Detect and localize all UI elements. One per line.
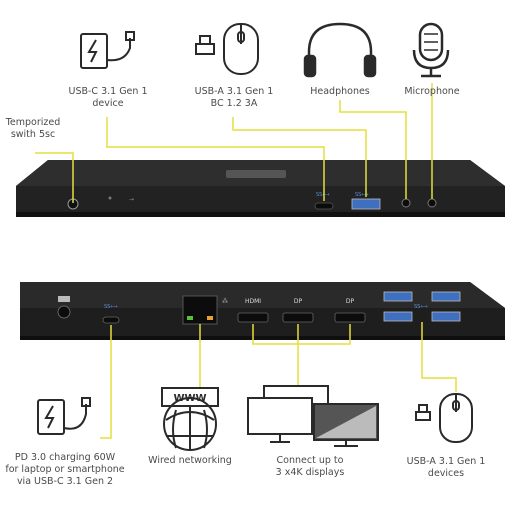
usba-port-front [351,198,381,210]
label-line: via USB-C 3.1 Gen 2 [16,476,114,487]
mic-jack [427,198,437,208]
displays-label: Connect up to 3 x4K displays [260,455,360,479]
label-line: USB-A 3.1 Gen 1 [194,86,274,97]
label-line: Temporized [5,117,61,128]
headphones-label: Headphones [310,86,370,97]
usba-front-label: USB-A 3.1 Gen 1 BC 1.2 3A [186,86,282,110]
hdmi-port [237,312,269,323]
dock-front: → SS⟷ SS⟷ [16,160,505,217]
label-line: for laptop or smartphone [5,464,125,475]
label-line: Connect up to [276,455,344,466]
label-line: swith 5sc [10,129,56,140]
dock-back: SS⟷ ⁂ HDMI DP DP SS⟷ [20,282,505,340]
dc-in-port [57,305,71,319]
label-line: PD 3.0 charging 60W [14,452,116,463]
svg-text:→: → [129,196,134,203]
label-line: device [92,98,124,109]
svg-text:SS⟷: SS⟷ [414,304,428,310]
hdmi-label: HDMI [245,298,261,305]
label-line: 3 x4K displays [275,467,345,478]
microphone-icon [412,22,450,78]
dp-port-2 [334,312,366,323]
usbc-port-front [314,202,334,210]
label-line: devices [427,468,465,479]
ss-mark: SS⟷ [316,192,330,198]
networking-label: Wired networking [148,455,232,466]
usba-back-label: USB-A 3.1 Gen 1 devices [398,456,494,480]
svg-text:SS⟷: SS⟷ [104,304,118,310]
front-leader-lines [35,83,433,203]
usbc-device-label: USB-C 3.1 Gen 1 device [60,86,156,110]
temporized-switch-label: Temporized swith 5sc [2,117,64,141]
usba-ports-back [383,291,461,322]
ss-mark: SS⟷ [355,192,369,198]
pd-charging-label: PD 3.0 charging 60W for laptop or smartp… [0,452,130,488]
label-line: USB-A 3.1 Gen 1 [406,456,486,467]
headphones-icon [303,22,377,78]
dp-label-1: DP [294,298,303,305]
usbc-charger-icon [80,31,135,69]
label-line: USB-C 3.1 Gen 1 [68,86,148,97]
label-line: BC 1.2 3A [210,98,258,109]
microphone-label: Microphone [404,86,460,97]
brand-logo [226,170,286,178]
three-displays-icon [247,385,379,447]
mouse-usb-icon [195,23,259,75]
usbc-pd-port [102,316,120,324]
back-leader-lines [100,322,457,439]
dp-port-1 [282,312,314,323]
pd-charger-icon [37,397,91,435]
mouse-usb-icon-back [415,393,473,443]
www-globe-icon: WWW [161,387,219,451]
dp-label-2: DP [346,298,355,305]
headphone-jack [401,198,411,208]
svg-text:⁂: ⁂ [222,298,228,305]
